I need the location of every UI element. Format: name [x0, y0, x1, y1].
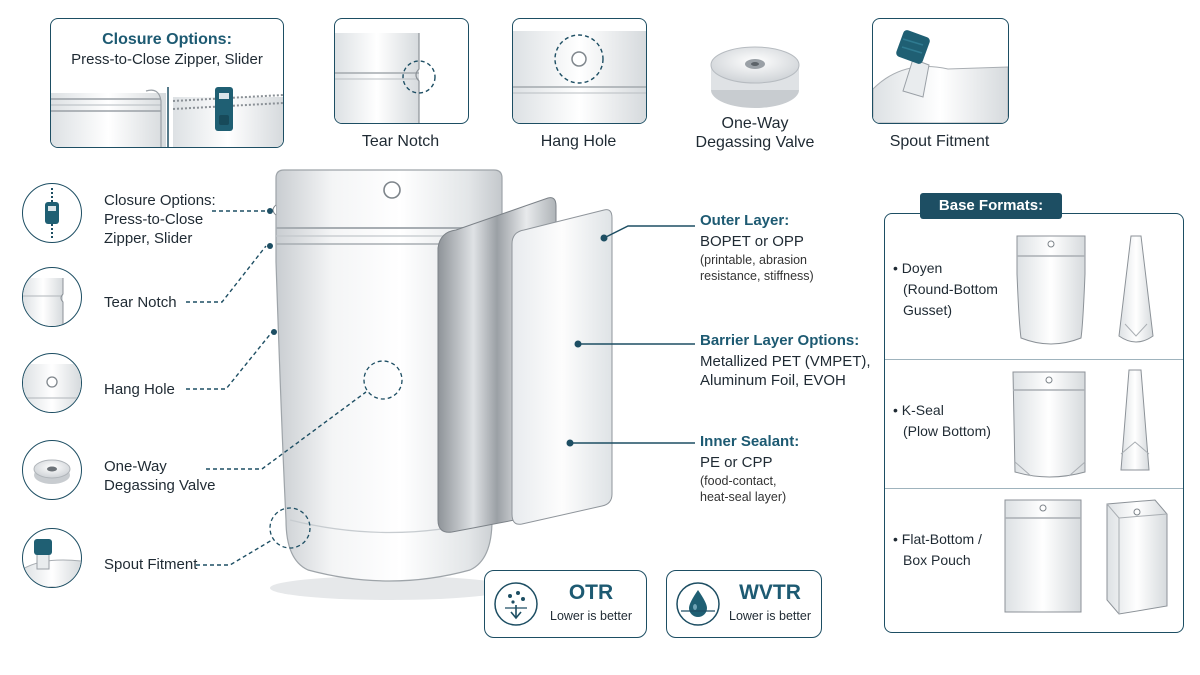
barrier-layer-material-1: Metallized PET (VMPET), — [700, 353, 871, 370]
water-drop-icon — [676, 582, 720, 626]
hang-hole-card-label: Hang Hole — [540, 133, 617, 150]
inner-layer-note-1: (food-contact, — [700, 474, 777, 488]
doyen-label-2: (Round-Bottom — [903, 281, 998, 297]
inner-layer-note-2: heat-seal layer) — [700, 490, 787, 504]
wvtr-title: WVTR — [739, 581, 801, 604]
barrier-layer-title: Barrier Layer Options: — [700, 332, 860, 349]
valve-illustration — [700, 20, 810, 120]
spout-icon — [23, 539, 81, 587]
outer-film-layer — [511, 209, 613, 525]
tear-notch-icon — [335, 33, 436, 123]
otr-badge: OTR Lower is better — [484, 570, 647, 638]
zipper-icon — [51, 87, 283, 147]
doyen-pouch-side — [1118, 235, 1154, 343]
kseal-pouch-side — [1120, 369, 1150, 471]
base-formats-panel: • Doyen (Round-Bottom Gusset) • K-Seal (… — [884, 213, 1184, 633]
flat-label-1: • Flat-Bottom / — [893, 531, 982, 547]
layer-leader-lines — [570, 225, 695, 444]
left-valve-label-2: Degassing Valve — [104, 477, 216, 494]
hang-hole-icon — [513, 31, 646, 123]
valve-icon — [710, 46, 800, 108]
left-valve-label-1: One-Way — [104, 458, 167, 475]
wvtr-badge: WVTR Lower is better — [666, 570, 822, 638]
otr-caption: Lower is better — [550, 609, 632, 623]
zipper-icon — [45, 188, 59, 238]
hang-hole-card — [512, 18, 647, 124]
left-closure-label-2: Press-to-Close — [104, 211, 204, 228]
kseal-label-2: (Plow Bottom) — [903, 423, 991, 439]
left-spout-label: Spout Fitment — [104, 556, 198, 573]
closure-card-title: Closure Options: — [102, 31, 232, 48]
spout-card-label: Spout Fitment — [889, 133, 990, 150]
tear-notch-circle — [22, 267, 82, 327]
spout-card — [872, 18, 1009, 124]
oxygen-icon — [494, 582, 538, 626]
pouch-tear-notch — [272, 204, 277, 216]
pouch-hang-hole — [383, 181, 401, 199]
left-closure-label-3: Zipper, Slider — [104, 230, 193, 247]
valve-circle — [22, 440, 82, 500]
valve-card-label-2: Degassing Valve — [695, 134, 815, 151]
valve-card-label-1: One-Way — [721, 115, 789, 132]
wvtr-caption: Lower is better — [729, 609, 811, 623]
outer-layer-material: BOPET or OPP — [700, 233, 804, 250]
left-tear-notch-label: Tear Notch — [104, 294, 177, 311]
doyen-label-1: • Doyen — [893, 260, 943, 276]
base-formats-title: Base Formats: — [920, 193, 1062, 219]
left-hang-hole-label: Hang Hole — [104, 381, 175, 398]
doyen-label-3: Gusset) — [903, 302, 953, 318]
valve-location-marker — [363, 360, 403, 400]
spout-icon — [873, 30, 1008, 123]
kseal-pouch-front — [1012, 371, 1086, 478]
closure-circle — [22, 183, 82, 243]
valve-icon — [33, 459, 71, 484]
hang-hole-icon — [23, 364, 81, 412]
left-leader-lines — [186, 210, 367, 566]
inner-layer-title: Inner Sealant: — [700, 433, 800, 450]
flat-label-2: Box Pouch — [903, 552, 971, 568]
outer-layer-note-2: resistance, stiffness) — [700, 269, 814, 283]
tear-notch-card-label: Tear Notch — [361, 133, 440, 150]
otr-title: OTR — [568, 581, 614, 604]
pouch-shadow — [270, 576, 510, 600]
inner-layer-material: PE or CPP — [700, 454, 773, 471]
flat-bottom-pouch-front — [1004, 499, 1082, 613]
doyen-pouch-front — [1016, 235, 1086, 345]
flat-bottom-pouch-box — [1106, 499, 1168, 615]
format-illustrations — [1004, 235, 1168, 615]
spout-circle — [22, 528, 82, 588]
kseal-label-1: • K-Seal — [893, 402, 944, 418]
left-closure-label-1: Closure Options: — [104, 192, 216, 209]
outer-layer-title: Outer Layer: — [700, 212, 790, 229]
hang-hole-circle — [22, 353, 82, 413]
barrier-layer-material-2: Aluminum Foil, EVOH — [700, 372, 846, 389]
closure-card-subtitle: Press-to-Close Zipper, Slider — [71, 51, 263, 68]
tear-notch-card — [334, 18, 469, 124]
spout-location-marker — [269, 507, 311, 549]
outer-layer-note-1: (printable, abrasion — [700, 253, 808, 267]
closure-options-card: Closure Options: Press-to-Close Zipper, … — [50, 18, 284, 148]
